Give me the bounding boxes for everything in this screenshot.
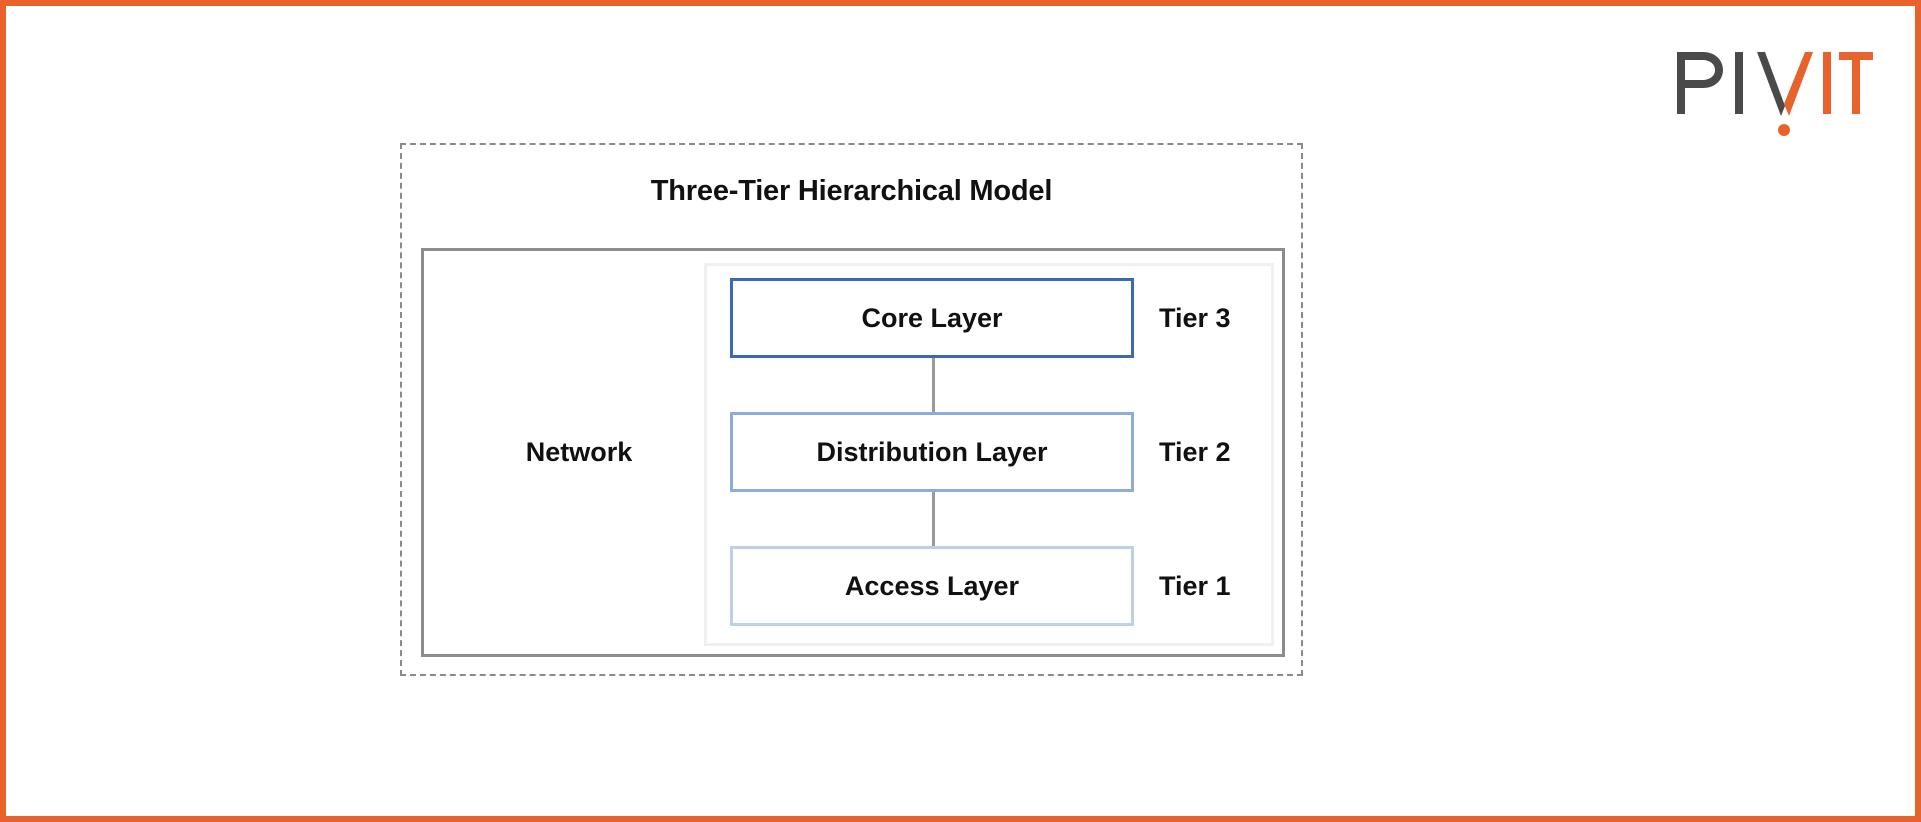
tier-3-label: Tier 3 [1159,302,1231,333]
tier-container: Core Layer Tier 3 Distribution Layer Tie… [704,263,1274,646]
connector-core-distribution [932,358,935,412]
core-layer-box[interactable]: Core Layer [730,278,1134,358]
network-label: Network [525,437,633,467]
tier-row: Core Layer Tier 3 [707,278,1271,358]
tier-2-label: Tier 2 [1159,436,1231,467]
tier-row: Access Layer Tier 1 [707,546,1271,626]
pivit-logo [1673,44,1873,136]
tier-stack: Core Layer Tier 3 Distribution Layer Tie… [707,266,1271,643]
page-title: Three-Tier Hierarchical Model [650,175,1053,207]
tier-1-label: Tier 1 [1159,570,1231,601]
access-layer-box[interactable]: Access Layer [730,546,1134,626]
distribution-layer-box[interactable]: Distribution Layer [730,412,1134,492]
network-box: Network Core Layer Tier 3 Distribution L… [421,248,1285,657]
tier-row: Distribution Layer Tier 2 [707,412,1271,492]
three-tier-model-box: Three-Tier Hierarchical Model Network Co… [400,143,1303,676]
connector-distribution-access [932,492,935,546]
